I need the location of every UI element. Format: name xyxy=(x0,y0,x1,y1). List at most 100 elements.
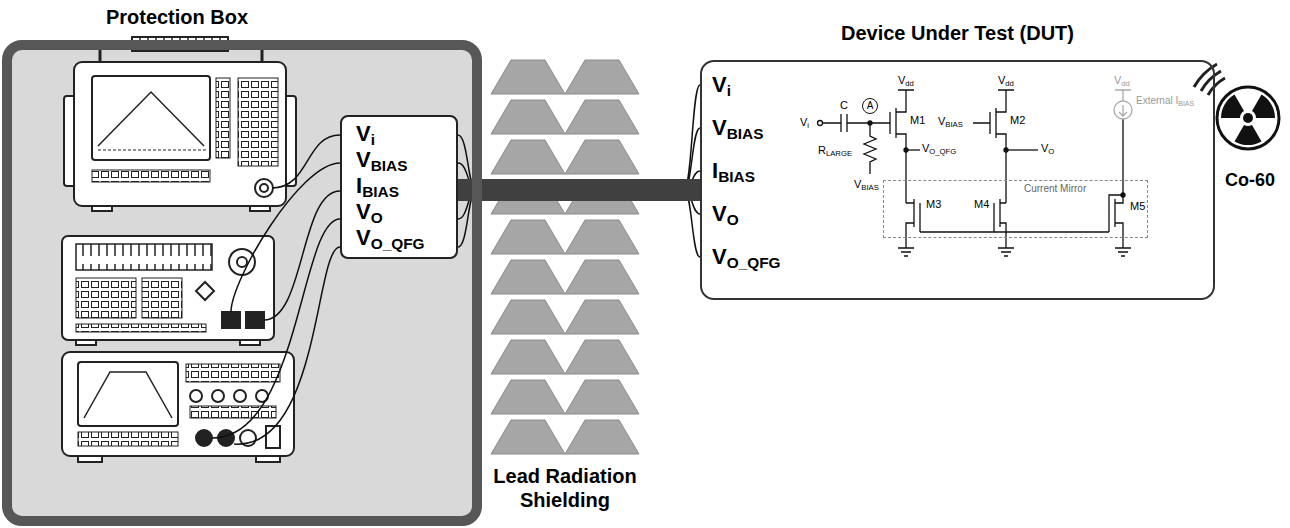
oscilloscope-part xyxy=(78,362,178,426)
current-mirror-box: Current Mirror xyxy=(883,180,1148,238)
function-generator-part xyxy=(92,206,112,211)
signal-name: VBIAS xyxy=(356,147,442,173)
lead-shielding-part xyxy=(491,260,565,294)
radiation-symbol-part xyxy=(1243,113,1253,123)
power-supply-part xyxy=(196,282,214,300)
input-label: Vi xyxy=(800,116,809,129)
symbol-letter: V xyxy=(356,147,371,172)
lead-shielding-part xyxy=(565,420,639,454)
power-supply-part xyxy=(76,324,206,332)
amplifier-schematic-part xyxy=(973,90,1014,203)
instrument-wires-part xyxy=(272,135,340,188)
subscript: i xyxy=(727,82,731,99)
lead-shielding xyxy=(491,60,639,454)
subscript: dd xyxy=(1121,79,1130,88)
amplifier-schematic-part xyxy=(994,199,1006,248)
oscilloscope-part xyxy=(196,430,212,446)
instrument-wires-part xyxy=(234,247,340,444)
lead-shielding-part xyxy=(565,100,639,134)
symbol-letter: V xyxy=(1114,74,1121,86)
source-label: Co-60 xyxy=(1212,168,1288,192)
supply-label: Vdd xyxy=(1114,74,1130,87)
lead-shielding-part xyxy=(491,100,565,134)
amplifier-schematic-part xyxy=(906,199,920,248)
signal-name: VBIAS xyxy=(712,115,763,141)
transistor-label: M3 xyxy=(926,198,941,211)
transistor-label: M5 xyxy=(1130,200,1145,213)
output-label: VO xyxy=(1041,142,1054,155)
amplifier-schematic-part xyxy=(920,231,1109,232)
function-generator-part xyxy=(260,184,268,192)
function-generator-part xyxy=(92,76,210,160)
subscript: i xyxy=(371,131,375,148)
signal-name: Current Mirror xyxy=(1024,183,1086,194)
power-supply xyxy=(62,236,274,345)
symbol-letter: I xyxy=(356,173,362,198)
symbol-letter: V xyxy=(854,178,861,190)
signal-name: IBIAS xyxy=(356,173,442,199)
lead-shielding-part xyxy=(491,220,565,254)
lead-shielding-part xyxy=(491,140,565,174)
oscilloscope-part xyxy=(190,390,202,402)
oscilloscope xyxy=(62,352,294,462)
subscript: BIAS xyxy=(727,125,764,142)
power-supply-part xyxy=(246,312,264,328)
function-generator-part xyxy=(92,170,210,182)
function-generator-part xyxy=(98,92,204,146)
supply-label: Vdd xyxy=(998,74,1014,87)
bias-label: VBIAS xyxy=(938,115,963,128)
lead-shielding-part xyxy=(491,340,565,374)
amplifier-schematic-part xyxy=(818,121,823,126)
power-supply-part xyxy=(240,340,260,345)
amplifier-schematic-part xyxy=(906,149,920,150)
subscript: LARGE xyxy=(826,149,852,158)
radiation-symbol-part xyxy=(1221,95,1244,118)
function-generator-part xyxy=(250,206,270,211)
oscilloscope-part xyxy=(84,372,172,418)
instrument-wires xyxy=(212,85,700,444)
amplifier-schematic-part xyxy=(1006,149,1038,150)
power-supply-part xyxy=(76,244,212,270)
symbol-letter: V xyxy=(800,116,807,128)
signal-name: VO xyxy=(712,201,739,227)
text-part: External xyxy=(1136,95,1173,106)
instrument-wires-part xyxy=(212,219,340,438)
supply-label: Vdd xyxy=(898,74,914,87)
subscript: O_QFG xyxy=(929,147,956,156)
transistor-label: M4 xyxy=(974,198,989,211)
radiation-symbol-part xyxy=(1252,95,1275,118)
probe-point-circle: A xyxy=(862,98,878,114)
radiation-symbol-part xyxy=(1217,87,1279,149)
amplifier-schematic xyxy=(818,90,1133,256)
subscript: i xyxy=(807,121,809,130)
signal-name: A xyxy=(863,99,877,113)
capacitor-label: C xyxy=(840,99,848,112)
function-generator-part xyxy=(98,150,206,151)
lead-shielding-part xyxy=(565,300,639,334)
lead-shielding-part xyxy=(565,380,639,414)
symbol-letter: V xyxy=(712,244,727,269)
power-supply-part xyxy=(222,312,240,328)
subscript: BIAS xyxy=(718,168,755,185)
function-generator xyxy=(64,37,296,211)
function-generator-part xyxy=(238,78,278,166)
connector-panel: ViVBIASIBIASVOVO_QFG xyxy=(340,115,458,259)
node-label: VO_QFG xyxy=(922,142,956,155)
function-generator-part xyxy=(216,78,230,158)
signal-name: VO_QFG xyxy=(712,244,781,270)
radiation-symbol-part xyxy=(1235,125,1262,145)
power-supply-part xyxy=(229,249,255,275)
text-space xyxy=(1173,95,1176,106)
oscilloscope-part xyxy=(256,456,280,462)
amplifier-schematic-part xyxy=(898,248,1131,256)
transistor-label: M1 xyxy=(910,114,925,127)
subscript: dd xyxy=(905,79,914,88)
bias-label: VBIAS xyxy=(854,178,879,191)
protection-box: ViVBIASIBIASVOVO_QFGProtection Box xyxy=(2,40,482,526)
lead-shielding-part xyxy=(565,60,639,94)
lead-shielding-part xyxy=(565,220,639,254)
oscilloscope-part xyxy=(212,390,224,402)
subscript: BIAS xyxy=(945,120,963,129)
subscript: O xyxy=(1048,147,1054,156)
